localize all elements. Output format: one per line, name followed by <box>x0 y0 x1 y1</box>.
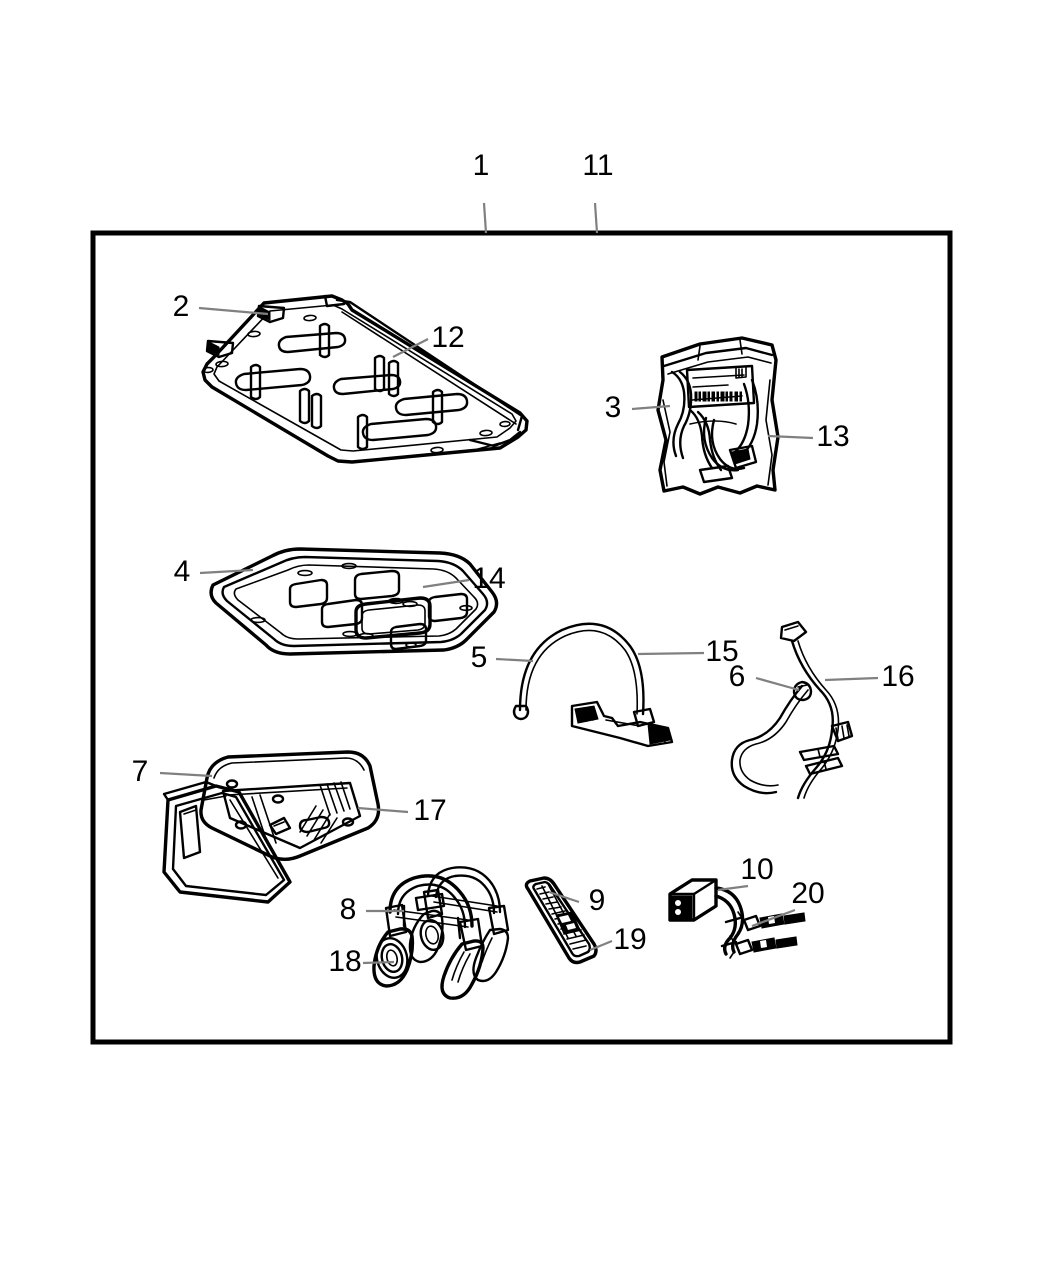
leader-line-16 <box>824 676 879 682</box>
leader-line-9 <box>548 890 580 904</box>
trim-panel-openings <box>288 569 469 651</box>
part-wireless-headphones <box>362 866 510 1000</box>
callout-number-9: 9 <box>589 884 606 917</box>
leader-line-20 <box>751 908 796 928</box>
leader-line-6 <box>755 676 800 692</box>
bracket-slots <box>234 331 469 442</box>
cable-connector-center <box>570 700 674 748</box>
callout-number-20: 20 <box>791 877 824 910</box>
leader-line-2 <box>198 306 269 316</box>
part-bagged-wiring-harness <box>631 336 814 496</box>
part-headliner-trim-panel <box>199 547 499 656</box>
callout-number-14: 14 <box>472 562 505 595</box>
leader-line-13 <box>767 434 814 440</box>
leader-line-18 <box>362 960 395 965</box>
callout-number-2: 2 <box>173 290 190 323</box>
callout-number-11: 11 <box>582 149 613 182</box>
callout-number-15: 15 <box>705 635 738 668</box>
leader-line-17 <box>357 806 409 814</box>
callout-number-1: 1 <box>473 149 490 182</box>
part-remote-control <box>524 876 613 965</box>
callout-number-12: 12 <box>431 321 464 354</box>
bracket-clip-lower <box>205 339 235 359</box>
part-mounting-bracket-plate <box>198 294 529 464</box>
callout-number-3: 3 <box>605 391 622 424</box>
leader-line-12 <box>392 338 429 358</box>
rca-plug-lower <box>729 935 798 959</box>
callout-number-19: 19 <box>613 923 646 956</box>
console-speaker-grille <box>319 781 351 816</box>
part-overhead-dvd-console <box>159 750 409 904</box>
leader-line-15 <box>637 651 705 656</box>
leader-line-4 <box>199 568 254 575</box>
callout-number-4: 4 <box>174 555 191 588</box>
leader-line-7 <box>159 771 213 778</box>
callout-number-5: 5 <box>471 641 488 674</box>
trim-panel-small-holes <box>250 562 473 648</box>
leader-line-11 <box>593 202 599 234</box>
part-audio-input-module <box>668 878 806 959</box>
callout-number-6: 6 <box>729 660 746 693</box>
callout-number-7: 7 <box>132 755 149 788</box>
diagram-frame <box>90 230 953 1045</box>
leader-group-top <box>482 202 599 234</box>
harness-wires <box>670 370 760 484</box>
callout-labels: 1 11 2 12 3 13 4 14 5 15 6 16 7 17 8 18 … <box>132 149 915 978</box>
bracket-pins <box>249 322 444 451</box>
leader-line-10 <box>717 884 749 892</box>
callout-number-8: 8 <box>340 893 357 926</box>
leader-line-19 <box>589 939 613 952</box>
callout-number-13: 13 <box>816 420 849 453</box>
part-video-cable-jumper <box>495 622 705 748</box>
remote-buttons <box>536 883 587 950</box>
leader-line-14 <box>422 578 470 589</box>
callout-number-18: 18 <box>328 945 361 978</box>
leader-line-5 <box>495 657 534 663</box>
leader-line-3 <box>631 404 671 411</box>
leader-line-1 <box>482 202 488 234</box>
callout-number-16: 16 <box>881 660 914 693</box>
callout-number-10: 10 <box>740 853 773 886</box>
callout-number-17: 17 <box>413 794 446 827</box>
bracket-locating-holes <box>202 314 511 454</box>
part-overhead-console-harness <box>730 620 879 800</box>
